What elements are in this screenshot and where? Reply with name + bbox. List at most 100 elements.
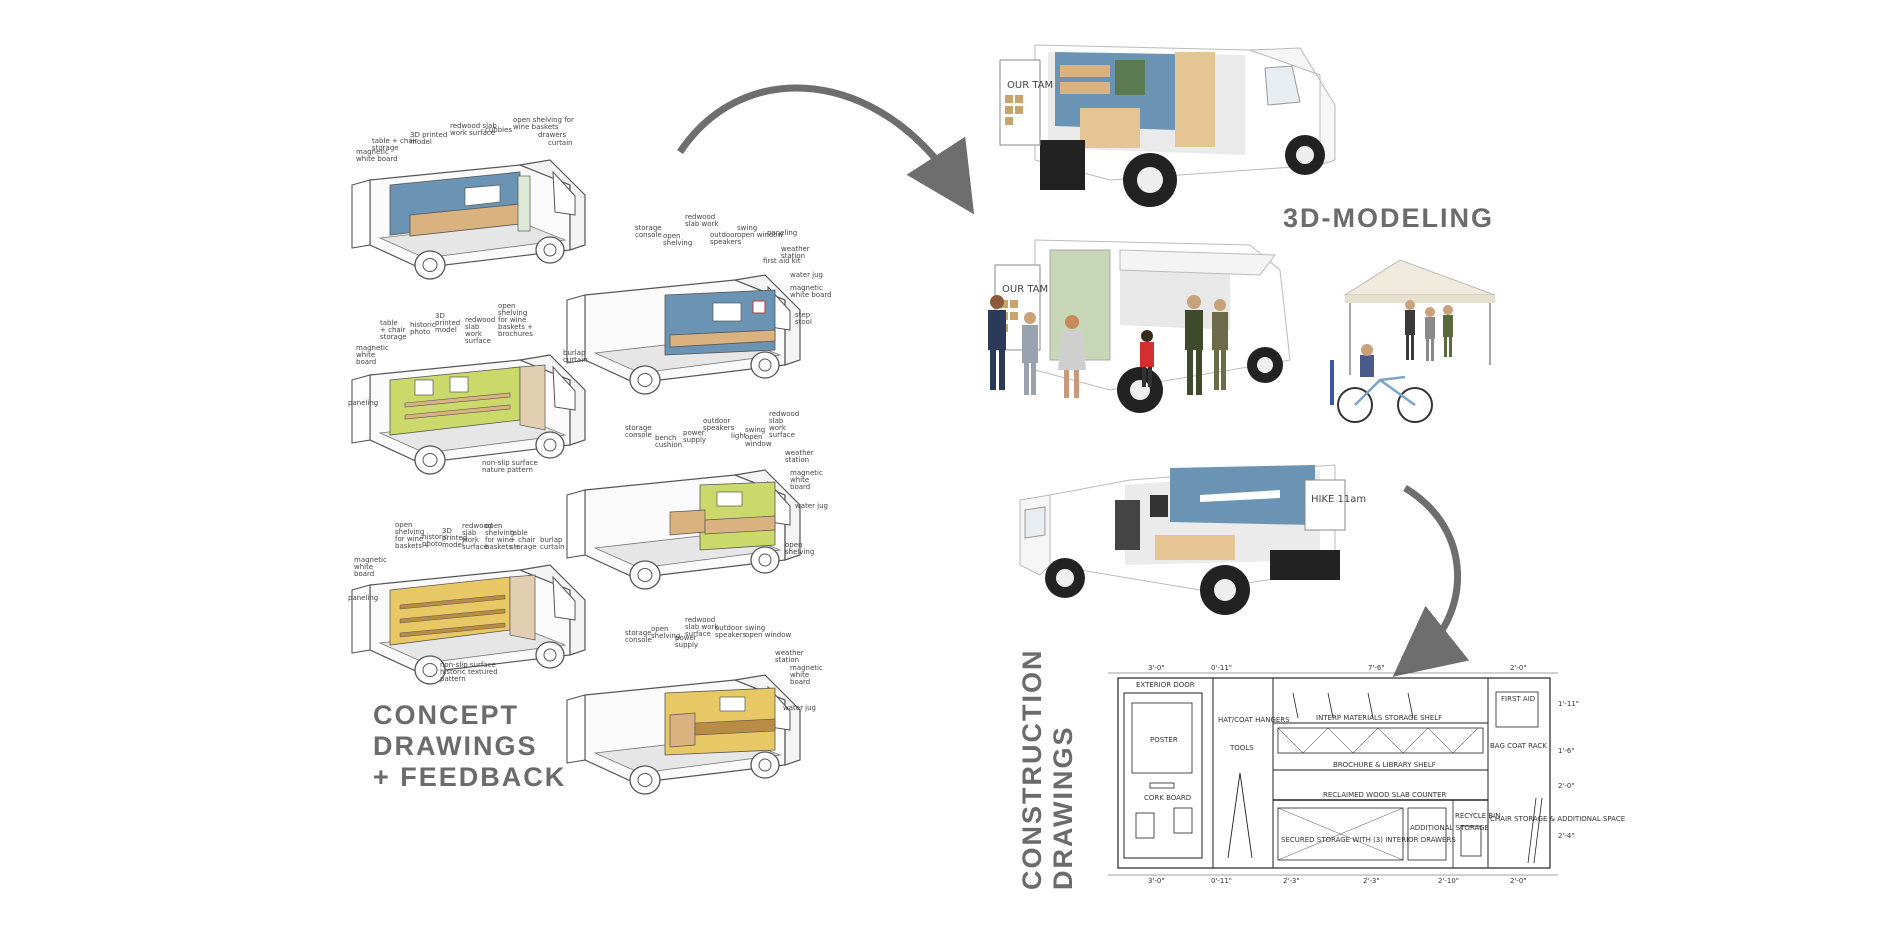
svg-text:surface: surface: [769, 431, 795, 439]
svg-text:redwood: redwood: [685, 213, 715, 221]
svg-text:work surface: work surface: [450, 129, 495, 137]
svg-text:nature pattern: nature pattern: [482, 466, 533, 474]
dim-bottom-3: 2'-3": [1283, 877, 1300, 885]
svg-text:model: model: [442, 541, 464, 549]
model-truck-1: OUR TAM: [999, 44, 1336, 207]
svg-text:cubbies: cubbies: [485, 126, 512, 134]
svg-text:open: open: [485, 522, 502, 530]
svg-text:white: white: [790, 476, 809, 484]
svg-text:magnetic: magnetic: [354, 556, 387, 564]
svg-text:photo: photo: [422, 540, 442, 548]
svg-text:pattern: pattern: [440, 675, 466, 683]
svg-text:station: station: [785, 456, 809, 464]
label-additional-storage: ADDITIONAL STORAGE: [1410, 824, 1489, 832]
label-brochure-shelf: BROCHURE & LIBRARY SHELF: [1333, 761, 1436, 769]
label-secured-storage: SECURED STORAGE WITH (3) INTERIOR DRAWER…: [1281, 836, 1456, 844]
svg-text:brochures: brochures: [498, 330, 533, 338]
svg-text:white: white: [356, 351, 375, 359]
svg-text:white board: white board: [790, 291, 832, 299]
model-truck-3: HIKE 11am: [1019, 464, 1366, 615]
svg-text:swing: swing: [745, 624, 765, 632]
dim-top-3: 7'-6": [1368, 664, 1385, 672]
svg-text:redwood: redwood: [685, 616, 715, 624]
dim-top-4: 2'-0": [1510, 664, 1527, 672]
svg-text:water jug: water jug: [790, 271, 823, 279]
svg-text:storage: storage: [510, 543, 537, 551]
model-truck-2: OUR TAM: [988, 239, 1291, 413]
svg-text:white: white: [354, 563, 373, 571]
concept-heading-line-1: CONCEPT: [373, 700, 520, 730]
svg-text:for wine: for wine: [485, 536, 513, 544]
construction-drawing: 3'-0" 0'-11" 7'-6" 2'-0" 3'-0" 0'-11" 2'…: [1108, 664, 1625, 885]
svg-text:stool: stool: [795, 318, 812, 326]
svg-text:storage: storage: [625, 424, 652, 432]
svg-text:open window: open window: [737, 231, 784, 239]
concept-drawings-heading: CONCEPT DRAWINGS + FEEDBACK: [373, 700, 566, 793]
svg-text:non-slip surface: non-slip surface: [440, 661, 496, 669]
svg-text:station: station: [781, 252, 805, 260]
svg-text:shelving: shelving: [498, 309, 527, 317]
arrow-to-construction: [1392, 485, 1470, 677]
side-dim-2: 1'-6": [1558, 747, 1575, 755]
svg-text:cushion: cushion: [655, 441, 682, 449]
svg-text:+ chair: + chair: [380, 326, 406, 334]
label-interp-shelf: INTERP MATERIALS STORAGE SHELF: [1316, 714, 1442, 722]
label-poster: POSTER: [1150, 736, 1178, 744]
svg-text:board: board: [790, 678, 810, 686]
svg-text:historic textured: historic textured: [440, 668, 498, 676]
svg-text:paneling: paneling: [348, 399, 378, 407]
label-bag-coat: BAG COAT RACK: [1490, 742, 1547, 750]
svg-text:water jug: water jug: [783, 704, 816, 712]
svg-text:supply: supply: [683, 436, 706, 444]
svg-text:open: open: [395, 521, 412, 529]
svg-text:shelving: shelving: [395, 528, 424, 536]
svg-text:speakers: speakers: [710, 238, 742, 246]
svg-text:white: white: [790, 671, 809, 679]
svg-text:bench: bench: [655, 434, 676, 442]
svg-text:storage: storage: [625, 629, 652, 637]
side-dim-1: 1'-11": [1558, 700, 1579, 708]
svg-text:burlap: burlap: [540, 536, 563, 544]
svg-text:work: work: [465, 330, 483, 338]
concept-heading-line-3: + FEEDBACK: [373, 762, 567, 792]
svg-text:drawers: drawers: [538, 131, 567, 139]
svg-text:storage: storage: [372, 144, 399, 152]
svg-text:slab work: slab work: [685, 623, 719, 631]
svg-text:console: console: [635, 231, 662, 239]
svg-text:table: table: [380, 319, 398, 327]
svg-text:magnetic: magnetic: [356, 148, 389, 156]
svg-text:curtain: curtain: [548, 139, 573, 147]
svg-text:printed: printed: [435, 319, 460, 327]
svg-text:work: work: [462, 536, 480, 544]
svg-text:weather: weather: [785, 449, 814, 457]
svg-text:work: work: [769, 424, 787, 432]
model-sign-1: OUR TAM: [1007, 80, 1053, 91]
dim-top-1: 3'-0": [1148, 664, 1165, 672]
svg-text:baskets +: baskets +: [395, 542, 430, 550]
svg-text:3D: 3D: [442, 527, 452, 535]
svg-text:surface: surface: [465, 337, 491, 345]
svg-text:power: power: [675, 634, 697, 642]
svg-text:shelving: shelving: [651, 632, 680, 640]
svg-text:weather: weather: [775, 649, 804, 657]
modeling-heading: 3D-MODELING: [1283, 203, 1494, 233]
model-sign-3: HIKE 11am: [1311, 494, 1366, 505]
svg-text:open shelving for: open shelving for: [513, 116, 574, 124]
svg-text:swing: swing: [745, 426, 765, 434]
svg-text:board: board: [790, 483, 810, 491]
svg-text:slab work: slab work: [685, 220, 719, 228]
svg-text:3D: 3D: [435, 312, 445, 320]
svg-text:storage: storage: [380, 333, 407, 341]
svg-text:non-slip surface: non-slip surface: [482, 459, 538, 467]
svg-text:step: step: [795, 311, 811, 319]
svg-text:slab: slab: [465, 323, 480, 331]
svg-text:surface: surface: [462, 543, 488, 551]
svg-text:console: console: [625, 431, 652, 439]
label-cork-board: CORK BOARD: [1144, 794, 1191, 802]
label-exterior-door: EXTERIOR DOOR: [1136, 681, 1195, 689]
